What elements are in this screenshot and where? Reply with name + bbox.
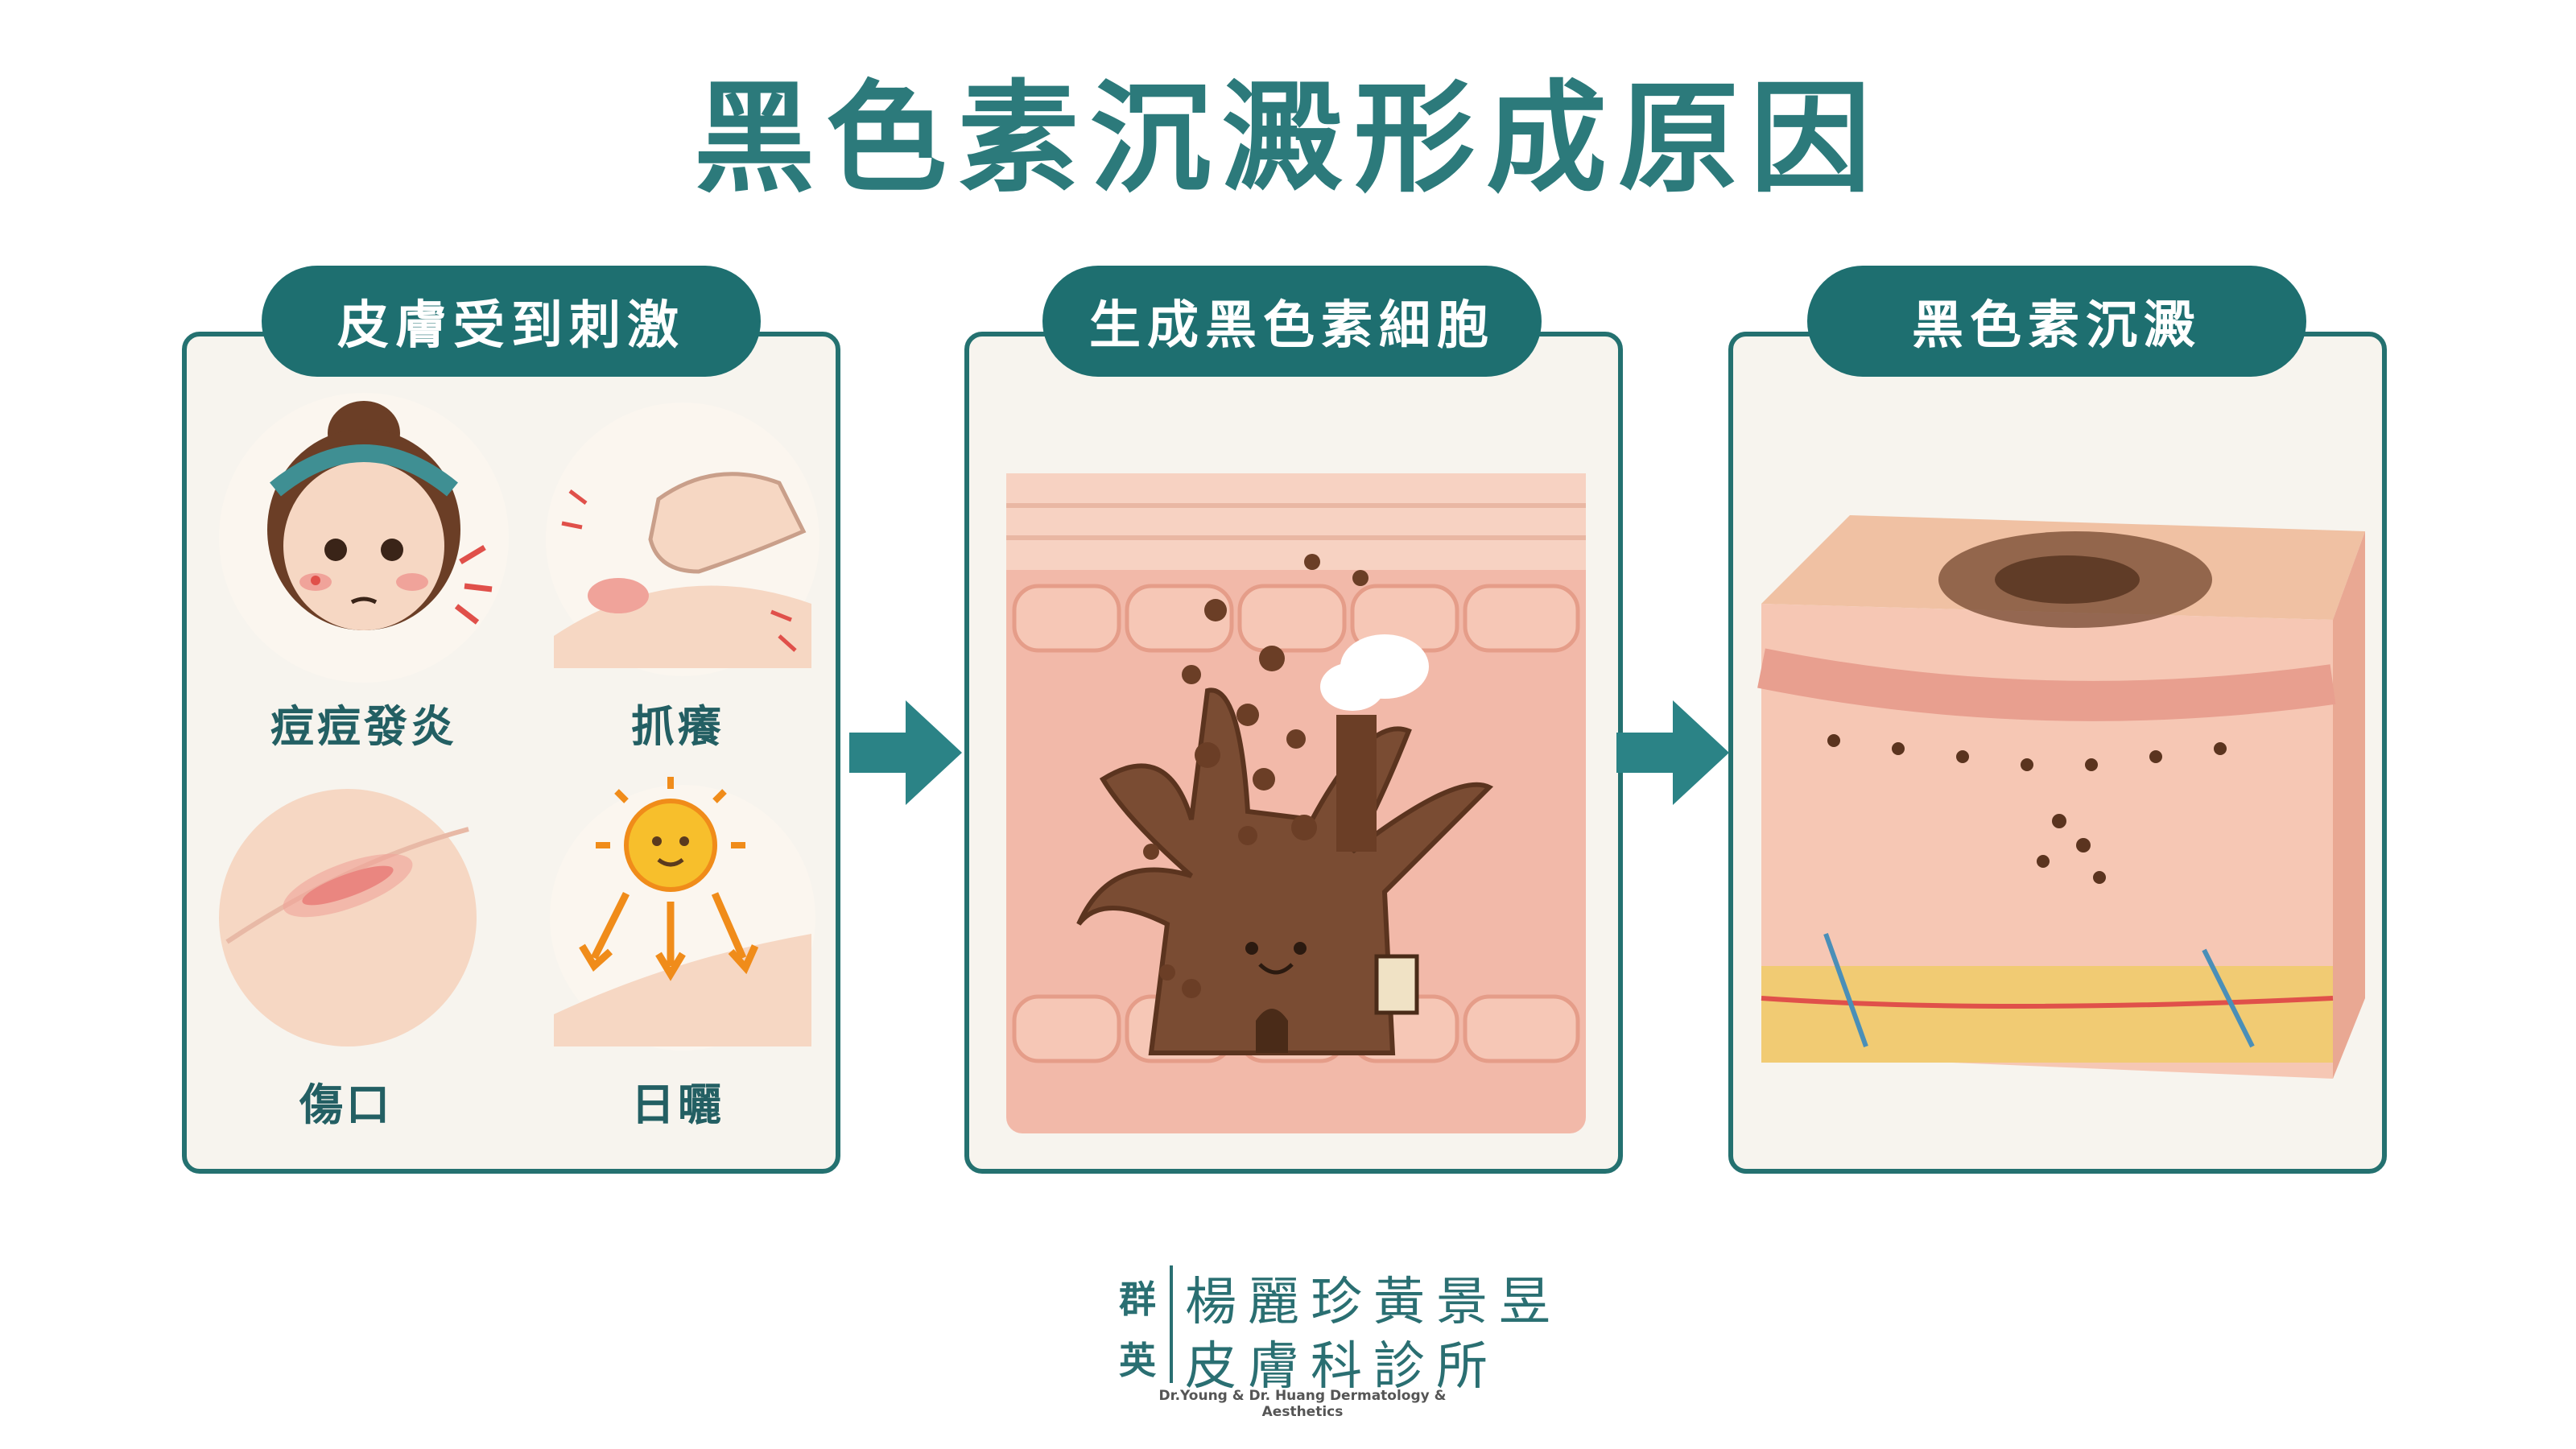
teal-arrow-right-icon — [1616, 700, 1729, 805]
step-header-2: 生成黑色素細胞 — [1042, 266, 1542, 377]
cause-label-acne: 痘痘發炎 — [270, 701, 457, 752]
cause-label-scratching: 抓癢 — [631, 701, 724, 752]
logo-mark-char-1: 群 — [1119, 1278, 1156, 1321]
cause-label-sun: 日曬 — [631, 1080, 724, 1130]
skin-cube-illustration — [1757, 515, 2365, 1079]
clinic-name-line-2: 皮膚科診所 — [1185, 1337, 1499, 1397]
melanocyte-factory-illustration — [1006, 473, 1586, 1133]
page-title: 黑色素沉澱形成原因 — [693, 69, 1882, 209]
cause-label-wound: 傷口 — [299, 1080, 393, 1130]
clinic-english-name: Dr.Young & Dr. Huang Dermatology & Aesth… — [1158, 1388, 1447, 1420]
teal-arrow-right-icon — [849, 700, 962, 805]
melanocyte-factory-icon — [1076, 634, 1494, 1055]
step-header-1: 皮膚受到刺激 — [262, 266, 761, 377]
wound-illustration — [219, 789, 477, 1046]
step-header-3: 黑色素沉澱 — [1807, 266, 2306, 377]
sun-icon — [596, 777, 745, 892]
skin-cube-icon — [1757, 515, 2365, 1079]
scratching-illustration — [546, 402, 819, 676]
clinic-name-line-1: 楊麗珍黃景昱 — [1185, 1273, 1562, 1332]
acne-girl-illustration — [219, 393, 509, 683]
logo-divider — [1170, 1265, 1173, 1383]
sun-exposure-illustration — [550, 777, 815, 1051]
logo-mark-char-2: 英 — [1119, 1339, 1156, 1382]
